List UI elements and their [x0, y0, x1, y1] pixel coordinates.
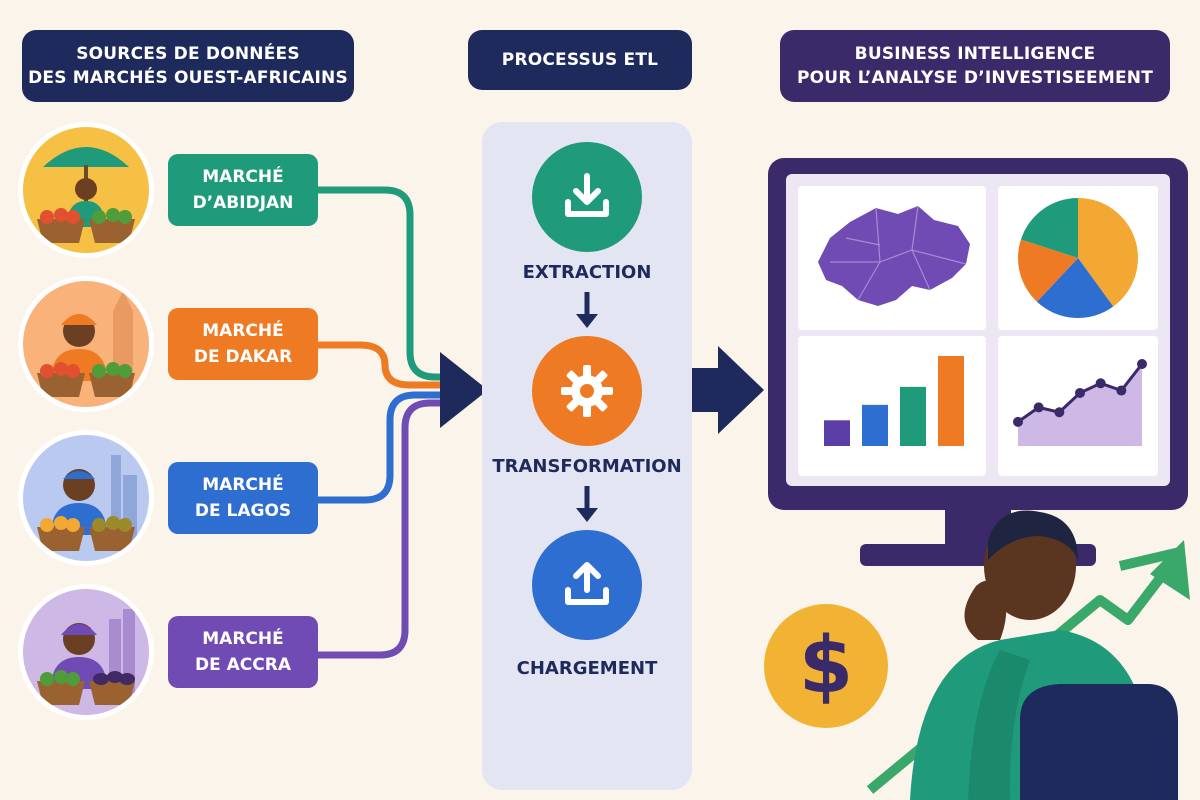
pie-chart	[1017, 198, 1139, 319]
etl-chargement-circle	[532, 530, 642, 640]
market-tag-line2: DE LAGOS	[194, 501, 292, 521]
market-tag: MARCHÉ D’ABIDJAN	[168, 154, 318, 226]
line-point	[1116, 385, 1127, 396]
market-tag-line1: MARCHÉ	[202, 321, 284, 341]
bi-header-line1: BUSINESS INTELLIGENCE	[854, 44, 1096, 64]
download-icon	[565, 173, 609, 217]
coin-icon	[764, 604, 888, 728]
pie-slice	[1017, 239, 1078, 302]
market-tag-line2: DE DAKAR	[193, 347, 293, 367]
line-point	[1033, 402, 1044, 413]
bar	[862, 404, 888, 446]
etl-step-chargement-label: CHARGEMENT	[516, 658, 658, 679]
pie-slice	[1078, 198, 1139, 307]
market-abidjan: MARCHÉ D’ABIDJAN	[18, 122, 318, 262]
analyst-arm	[968, 650, 1030, 800]
bar	[938, 356, 964, 446]
west-africa-map	[818, 206, 970, 306]
line-point	[1075, 387, 1085, 398]
arrow-into-etl	[440, 352, 488, 428]
market-tag: MARCHÉ DE LAGOS	[168, 462, 318, 534]
market-lagos: MARCHÉ DE LAGOS	[18, 430, 318, 570]
analyst-chair	[1020, 684, 1178, 800]
line-point	[1137, 359, 1147, 369]
etl-step-transformation-label: TRANSFORMATION	[492, 456, 682, 477]
analyst-hair	[988, 510, 1078, 560]
vendor-illustration	[18, 276, 154, 412]
etl-step-extraction-label: EXTRACTION	[522, 262, 652, 283]
market-accra: MARCHÉ DE ACCRA	[18, 584, 318, 724]
line-point	[1054, 407, 1065, 418]
line-chart	[1013, 359, 1147, 446]
gear-icon	[561, 365, 613, 417]
market-tag-line1: MARCHÉ	[202, 475, 284, 495]
connector-lagos	[318, 391, 450, 504]
etl-extraction-circle	[532, 142, 642, 252]
line-area	[1018, 364, 1142, 446]
bar	[824, 420, 850, 446]
sources-header-line1: SOURCES DE DONNÉES	[76, 44, 300, 64]
market-tag: MARCHÉ DE DAKAR	[168, 308, 318, 380]
etl-transformation-circle	[532, 336, 642, 446]
bi-header-line2: POUR L’ANALYSE D’INVESTISEEMENT	[797, 68, 1153, 88]
vendor-illustration	[18, 122, 154, 258]
market-tag-line1: MARCHÉ	[202, 167, 284, 187]
market-tag-line2: D’ABIDJAN	[192, 193, 294, 213]
line-point	[1013, 416, 1023, 427]
pie-slice	[1020, 198, 1078, 258]
market-tag: MARCHÉ DE ACCRA	[168, 616, 318, 688]
sources-header-line2: DES MARCHÉS OUEST-AFRICAINS	[28, 68, 348, 88]
market-tag-line1: MARCHÉ	[202, 629, 284, 649]
growth-arrow-head	[1150, 540, 1190, 600]
pie-slice	[1036, 258, 1114, 319]
connector-accra	[318, 399, 450, 659]
line-point	[1095, 378, 1106, 389]
market-tag-line2: DE ACCRA	[195, 655, 291, 675]
etl-header: PROCESSUS ETL	[468, 30, 692, 90]
arrow-to-bi-shaft	[692, 368, 722, 412]
sources-header: SOURCES DE DONNÉES DES MARCHÉS OUEST-AFR…	[22, 30, 354, 102]
market-dakar: MARCHÉ DE DAKAR	[18, 276, 318, 416]
analyst-hand	[964, 580, 1007, 640]
dollar-sign: $	[798, 621, 854, 711]
etl-header-label: PROCESSUS ETL	[501, 50, 659, 70]
vendor-illustration	[18, 430, 154, 566]
bar-chart	[824, 356, 964, 446]
connector-dakar	[318, 341, 450, 389]
upload-icon	[565, 562, 609, 605]
bi-header: BUSINESS INTELLIGENCE POUR L’ANALYSE D’I…	[780, 30, 1170, 102]
connector-abidjan	[318, 186, 450, 381]
arrow-to-bi-head	[718, 346, 764, 434]
bar	[900, 386, 926, 446]
vendor-illustration	[18, 584, 154, 720]
